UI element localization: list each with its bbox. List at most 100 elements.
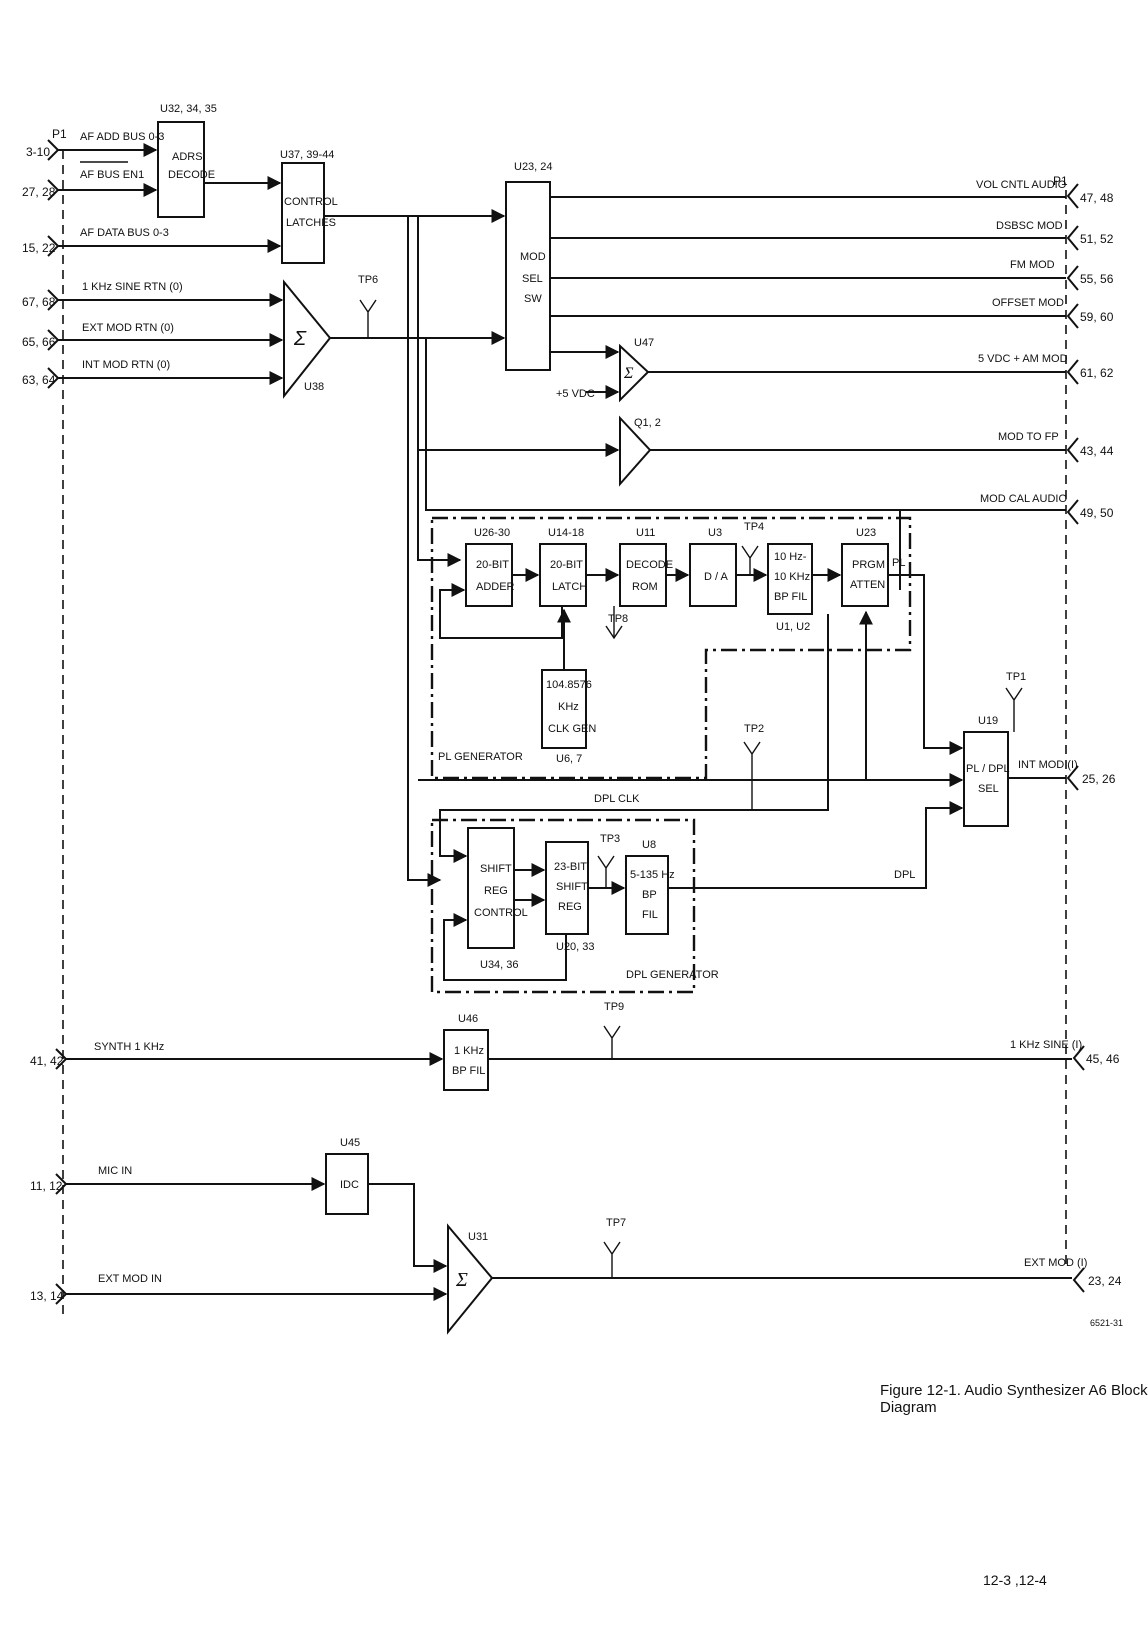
pin-41-42: 41, 42 [30, 1054, 64, 1068]
svg-text:5-135 Hz: 5-135 Hz [630, 869, 675, 881]
ctrl-bus-1 [407, 216, 442, 887]
pin-67-68: 67, 68 [22, 295, 56, 309]
svg-text:DECODE: DECODE [168, 169, 215, 181]
svg-text:TP2: TP2 [744, 723, 764, 735]
label-dpl: DPL [894, 869, 915, 881]
svg-text:U37, 39-44: U37, 39-44 [280, 149, 334, 161]
svg-text:PRGM: PRGM [852, 559, 885, 571]
shift-reg-23bit: U20, 33 23-BIT SHIFT REG [545, 841, 595, 953]
svg-text:U46: U46 [458, 1013, 478, 1025]
pin-61-62: 61, 62 [1080, 366, 1114, 380]
label-sine-out: 1 KHz SINE (I) [1010, 1039, 1082, 1051]
svg-text:Σ: Σ [293, 328, 307, 350]
wire-mod-cal [425, 338, 901, 590]
d-a-converter: U3 D / A [689, 527, 737, 607]
label-pl-generator: PL GENERATOR [438, 751, 523, 763]
label-pl: PL [892, 557, 905, 569]
label-int-mod-rtn: INT MOD RTN (0) [82, 359, 170, 371]
latch-20bit: U14-18 20-BIT LATCH [539, 527, 587, 607]
svg-text:U11: U11 [636, 527, 655, 539]
label-sine-rtn: 1 KHz SINE RTN (0) [82, 281, 183, 293]
tp8: TP8 [605, 606, 628, 640]
label-int-mod: INT MOD (I) [1018, 759, 1078, 771]
svg-text:FIL: FIL [642, 909, 658, 921]
tp6: TP6 [358, 274, 378, 338]
svg-text:ADRS: ADRS [172, 151, 203, 163]
svg-text:MOD: MOD [520, 251, 546, 263]
svg-text:TP7: TP7 [606, 1217, 626, 1229]
svg-text:SW: SW [524, 293, 542, 305]
tp2: TP2 [743, 723, 764, 810]
label-offset: OFFSET MOD [992, 297, 1064, 309]
tp4: TP4 [741, 521, 764, 575]
svg-text:U47: U47 [634, 337, 654, 349]
svg-text:BP: BP [642, 889, 657, 901]
svg-text:U31: U31 [468, 1231, 488, 1243]
svg-text:CLK GEN: CLK GEN [548, 723, 596, 735]
label-ext-mod-in: EXT MOD IN [98, 1273, 162, 1285]
label-vol-cntl: VOL CNTL AUDIO [976, 179, 1067, 191]
svg-text:U34, 36: U34, 36 [480, 959, 519, 971]
u46-bp-filter: U46 1 KHz BP FIL [443, 1013, 489, 1091]
svg-text:IDC: IDC [340, 1179, 359, 1191]
label-am: 5 VDC + AM MOD [978, 353, 1068, 365]
svg-text:U23: U23 [856, 527, 876, 539]
pin-27-28: 27, 28 [22, 185, 56, 199]
wire-dpl-clk [439, 614, 829, 863]
ctrl-bus-2 [417, 216, 462, 567]
q12-amp: Q1, 2 [619, 415, 661, 487]
svg-text:1 KHz: 1 KHz [454, 1045, 484, 1057]
svg-text:ATTEN: ATTEN [850, 579, 885, 591]
svg-text:U6, 7: U6, 7 [556, 753, 582, 765]
svg-text:TP6: TP6 [358, 274, 378, 286]
label-mod-cal: MOD CAL AUDIO [980, 493, 1067, 505]
svg-text:BP FIL: BP FIL [774, 591, 807, 603]
pin-11-12: 11, 12 [30, 1179, 63, 1193]
clk-gen: U6, 7 104.8576 KHz CLK GEN [541, 669, 596, 765]
label-ext-mod-rtn: EXT MOD RTN (0) [82, 322, 174, 334]
label-dpl-clk: DPL CLK [594, 793, 640, 805]
svg-text:23-BIT: 23-BIT [554, 861, 587, 873]
svg-text:KHz: KHz [558, 701, 579, 713]
svg-text:SHIFT: SHIFT [480, 863, 512, 875]
svg-text:TP8: TP8 [608, 613, 628, 625]
pin-25-26: 25, 26 [1082, 772, 1116, 786]
svg-text:TP9: TP9 [604, 1001, 624, 1013]
svg-text:10 Hz-: 10 Hz- [774, 551, 807, 563]
label-af-add-bus: AF ADD BUS 0-3 [80, 131, 164, 143]
svg-text:U3: U3 [708, 527, 722, 539]
u8-bp-filter: U8 5-135 Hz BP FIL [625, 839, 675, 935]
svg-text:U45: U45 [340, 1137, 360, 1149]
label-af-data-bus: AF DATA BUS 0-3 [80, 227, 169, 239]
svg-text:ROM: ROM [632, 581, 658, 593]
pin-43-44: 43, 44 [1080, 444, 1114, 458]
svg-text:Q1, 2: Q1, 2 [634, 417, 661, 429]
svg-text:REG: REG [484, 885, 508, 897]
svg-text:CONTROL: CONTROL [284, 196, 338, 208]
svg-text:104.8576: 104.8576 [546, 679, 592, 691]
u38-summer: Σ U38 [283, 279, 332, 399]
svg-text:REG: REG [558, 901, 582, 913]
label-5vdc: +5 VDC [556, 388, 595, 400]
left-connector-label: P1 [52, 127, 67, 141]
pin-47-48: 47, 48 [1080, 191, 1114, 205]
svg-text:20-BIT: 20-BIT [476, 559, 509, 571]
svg-text:CONTROL: CONTROL [474, 907, 528, 919]
svg-text:BP FIL: BP FIL [452, 1065, 485, 1077]
svg-text:ADDER: ADDER [476, 581, 515, 593]
svg-text:10 KHz: 10 KHz [774, 571, 810, 583]
svg-text:TP4: TP4 [744, 521, 764, 533]
shift-reg-control: U34, 36 SHIFT REG CONTROL [467, 827, 528, 971]
tp7: TP7 [603, 1217, 626, 1278]
dpl-generator-boundary [430, 818, 696, 994]
svg-text:U19: U19 [978, 715, 998, 727]
label-dsbsc: DSBSC MOD [996, 220, 1063, 232]
label-ext-mod-out: EXT MOD (I) [1024, 1257, 1087, 1269]
pin-59-60: 59, 60 [1080, 310, 1114, 324]
svg-text:U14-18: U14-18 [548, 527, 584, 539]
adder-20bit: U26-30 20-BIT ADDER [465, 527, 515, 607]
label-fm: FM MOD [1010, 259, 1055, 271]
u47-summer: Σ U47 [619, 337, 654, 403]
wire-shift-feedback [443, 913, 567, 981]
